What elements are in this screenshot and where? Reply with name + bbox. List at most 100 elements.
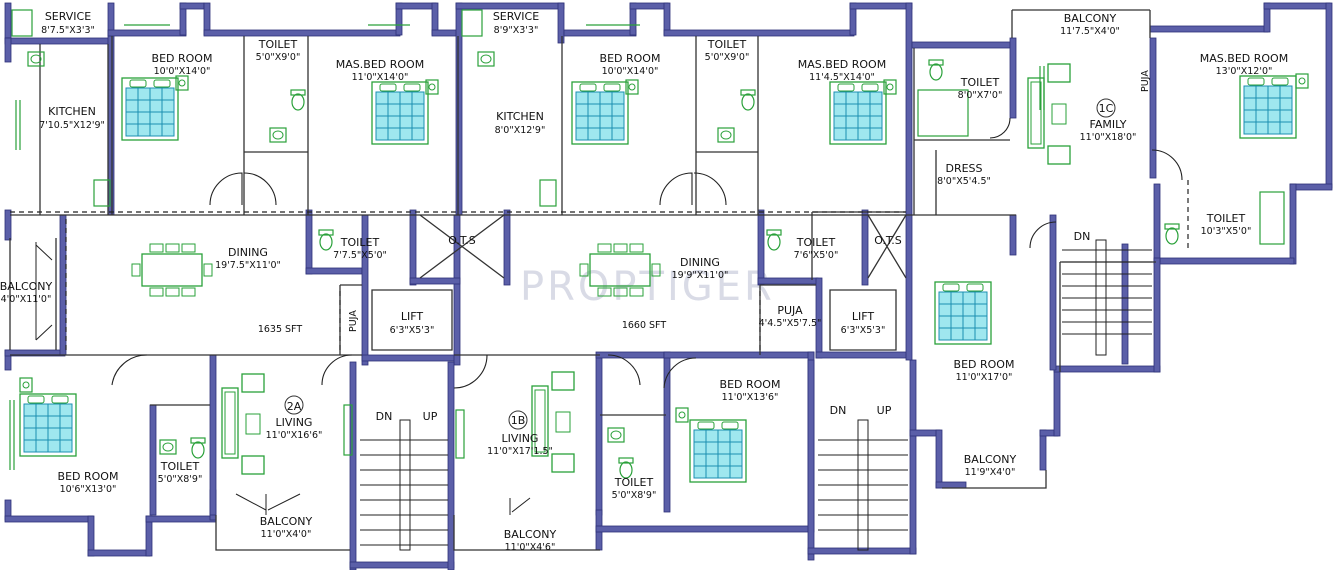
fridge-icon xyxy=(539,179,557,207)
room-name: BED ROOM xyxy=(152,52,213,65)
room-dim: 8'7.5"X3'3" xyxy=(41,25,95,36)
room-dim: 5'0"X8'9" xyxy=(158,474,203,485)
sofa-icon xyxy=(1027,63,1071,165)
sofa-icon xyxy=(531,371,575,473)
room-dim: 11'0"X4'6" xyxy=(505,542,556,553)
staircases xyxy=(360,239,1152,551)
room-dim: 10'6"X13'0" xyxy=(60,484,117,495)
room-name: BALCONY xyxy=(1064,12,1117,25)
room-name: TOILET xyxy=(707,38,747,51)
room-name: TOILET xyxy=(614,476,654,489)
room-dim: 11'0"X16'6" xyxy=(266,430,323,441)
room-dim: 7'6"X5'0" xyxy=(794,250,839,261)
bed-icon xyxy=(371,81,429,145)
room-dim: 10'0"X14'0" xyxy=(154,66,211,77)
room-name: TOILET xyxy=(1206,212,1246,225)
room-dim: 11'9"X4'0" xyxy=(965,467,1016,478)
stair-dn: DN xyxy=(376,410,393,423)
room-name: LIFT xyxy=(401,310,424,323)
room-dim: 11'0"X14'0" xyxy=(352,72,409,83)
room-dim: 6'3"X5'3" xyxy=(841,325,886,336)
doors xyxy=(111,117,1183,389)
room-name: BED ROOM xyxy=(954,358,1015,371)
room-name: BALCONY xyxy=(964,453,1017,466)
room-name: BED ROOM xyxy=(720,378,781,391)
room-dim: 19'9"X11'0" xyxy=(672,270,729,281)
toilet-icon xyxy=(290,89,306,111)
room-name: TOILET xyxy=(960,76,1000,89)
sink-icon xyxy=(27,51,45,67)
bed-icon xyxy=(121,77,179,141)
balcony-door-icon xyxy=(35,242,531,515)
toilet-icon xyxy=(618,457,634,479)
room-name: BALCONY xyxy=(504,528,557,541)
room-dim: 11'0"X17'0" xyxy=(956,372,1013,383)
room-name: SERVICE xyxy=(45,10,91,23)
room-name: TOILET xyxy=(258,38,298,51)
puja-label: PUJA xyxy=(1140,70,1151,92)
bed-icon xyxy=(829,81,887,145)
unit-tag: 1B xyxy=(511,414,526,427)
toilet-icon xyxy=(928,59,944,81)
room-name: LIFT xyxy=(852,310,875,323)
room-dim: 5'0"X9'0" xyxy=(256,52,301,63)
stair-up: UP xyxy=(877,404,892,417)
unit-tag-circle xyxy=(284,395,304,415)
basin-icon xyxy=(159,439,177,455)
room-dim: 5'0"X9'0" xyxy=(705,52,750,63)
stair-dn: DN xyxy=(830,404,847,417)
nightstand-icon xyxy=(1295,73,1309,89)
ots-label: O.T.S xyxy=(874,234,902,247)
stair-dn: DN xyxy=(1074,230,1091,243)
room-name: BED ROOM xyxy=(58,470,119,483)
room-dim: 5'0"X8'9" xyxy=(612,490,657,501)
room-name: TOILET xyxy=(160,460,200,473)
room-name: BED ROOM xyxy=(600,52,661,65)
nightstand-icon xyxy=(675,407,689,423)
room-name: FAMILY xyxy=(1090,118,1127,131)
room-dim: 11'0"X13'6" xyxy=(722,392,779,403)
area-label: 1635 SFT xyxy=(258,324,303,335)
sink-icon xyxy=(477,51,495,67)
watermark: PROPTIGER xyxy=(520,264,775,310)
room-dim: 11'0"X4'0" xyxy=(261,529,312,540)
ots-label: O.T.S xyxy=(448,234,476,247)
room-dim: 11'0"X17'1.5" xyxy=(487,446,553,457)
basin-icon xyxy=(717,127,735,143)
unit-tag: 1C xyxy=(1099,102,1114,115)
shower-icon xyxy=(1259,191,1285,245)
bed-icon xyxy=(1239,75,1297,139)
unit-tag-circle xyxy=(508,410,528,430)
walls xyxy=(4,2,1333,570)
room-dim: 4'4.5"X5'7.5" xyxy=(759,318,822,329)
nightstand-icon xyxy=(19,377,33,393)
unit-tag-circle xyxy=(1096,98,1116,118)
room-name: MAS.BED ROOM xyxy=(336,58,424,71)
room-name: LIVING xyxy=(276,416,313,429)
puja-label: PUJA xyxy=(348,310,359,332)
partitions xyxy=(9,9,1156,551)
room-dim: 7'7.5"X5'0" xyxy=(333,250,387,261)
toilet-icon xyxy=(318,229,334,251)
room-dim: 11'7.5"X4'0" xyxy=(1060,26,1120,37)
windows xyxy=(9,24,1045,470)
area-label: 1660 SFT xyxy=(622,320,667,331)
room-name: BALCONY xyxy=(260,515,313,528)
toilet-icon xyxy=(1164,223,1180,245)
room-dim: 8'0"X7'0" xyxy=(958,90,1003,101)
tv-unit-icon xyxy=(343,404,353,456)
room-dim: 4'0"X11'0" xyxy=(1,294,52,305)
room-dim: 10'0"X14'0" xyxy=(602,66,659,77)
room-name: TOILET xyxy=(340,236,380,249)
tv-unit-icon xyxy=(455,409,465,459)
toilet-icon xyxy=(190,437,206,459)
room-name: DRESS xyxy=(945,162,982,175)
stair-up: UP xyxy=(423,410,438,423)
basin-icon xyxy=(607,427,625,443)
room-name: MAS.BED ROOM xyxy=(798,58,886,71)
room-dim: 8'9"X3'3" xyxy=(494,25,539,36)
shower-icon xyxy=(917,89,969,137)
room-dim: 6'3"X5'3" xyxy=(390,325,435,336)
room-labels: SERVICE 8'7.5"X3'3" KITCHEN 7'10.5"X12'9… xyxy=(0,10,1288,553)
